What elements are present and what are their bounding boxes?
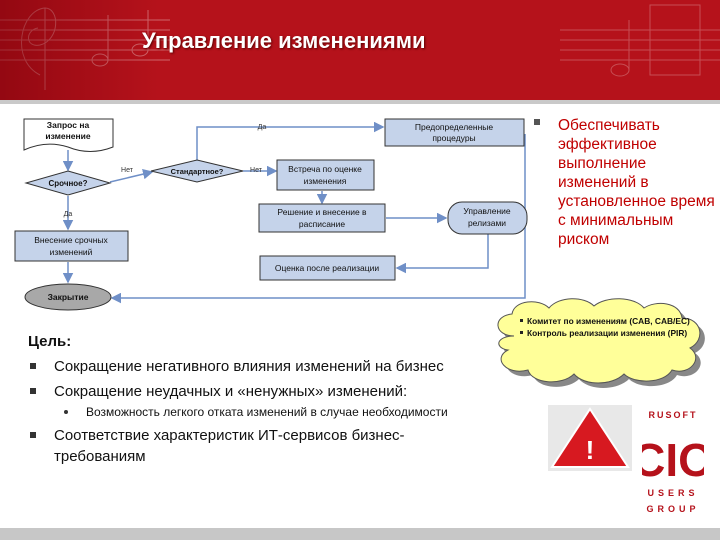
request-node: Запрос на изменение (23, 118, 114, 152)
closure-node: Закрытие (24, 283, 112, 311)
goal-item-text: Соответствие характеристик ИТ-сервисов б… (54, 427, 405, 465)
music-decoration-right-icon (560, 4, 720, 77)
emergency-label-line2: изменений (50, 247, 93, 257)
request-label-line1: Запрос на (47, 120, 90, 130)
page-title: Управление изменениями (142, 28, 426, 53)
bullet-dot-icon (64, 410, 68, 414)
cloud-item: Комитет по изменениям (CAB, CAB/EC) (520, 316, 690, 327)
bullet-square-icon (30, 363, 36, 369)
goal-item-text: Сокращение неудачных и «ненужных» измене… (54, 383, 408, 400)
logo-top-text: RUSOFT (649, 410, 698, 420)
goal-subitem: Возможность легкого отката изменений в с… (28, 405, 488, 420)
goal-subitem-text: Возможность легкого отката изменений в с… (86, 405, 448, 419)
meeting-label-line1: Встреча по оценке (288, 164, 362, 174)
goal-heading: Цель: (28, 333, 72, 350)
process-flowchart: Запрос на изменение Срочное? Стандартное… (14, 118, 528, 311)
cloud-callout-text: Комитет по изменениям (CAB, CAB/EC) Конт… (520, 316, 690, 339)
goal-item-text: Сокращение негативного влияния изменений… (54, 358, 444, 375)
bullet-square-icon (520, 331, 523, 334)
goal-item: Сокращение негативного влияния изменений… (28, 356, 488, 377)
decision-label-line2: расписание (299, 219, 345, 229)
predefined-label-line1: Предопределенные (415, 122, 494, 132)
edge-label-yes-down: Да (64, 211, 73, 218)
warning-triangle-icon: ! (548, 405, 632, 471)
edge-label-yes-top: Да (258, 124, 267, 131)
release-label-line2: релизами (468, 218, 506, 228)
cloud-item-text: Контроль реализации изменения (PIR) (527, 328, 688, 338)
bullet-square-icon (520, 319, 523, 322)
edge-label-no-1: Нет (121, 167, 134, 174)
logo-main-text: CIO (642, 434, 704, 486)
predefined-label-line2: процедуры (432, 133, 475, 143)
standard-label: Стандартное? (171, 167, 224, 176)
cio-logo: RUSOFT CIO USERS GROUP (642, 410, 704, 514)
request-label-line2: изменение (45, 131, 90, 141)
header-divider (0, 100, 720, 104)
cloud-item-text: Комитет по изменениям (CAB, CAB/EC) (527, 316, 690, 326)
footer-bar (0, 528, 720, 540)
standard-decision-node: Стандартное? (150, 159, 244, 183)
decision-label-line1: Решение и внесение в (277, 207, 367, 217)
goal-item: Соответствие характеристик ИТ-сервисов б… (28, 425, 488, 467)
post-eval-label: Оценка после реализации (275, 263, 380, 273)
post-evaluation-node: Оценка после реализации (259, 255, 396, 281)
objective-text: Обеспечивать эффективное выполнение изме… (558, 117, 715, 248)
warning-symbol: ! (586, 435, 595, 465)
cloud-callout-shape (497, 298, 705, 388)
bullet-square-icon (30, 432, 36, 438)
banner-gradient (0, 0, 720, 100)
bullet-square-icon (30, 388, 36, 394)
logo-sub2-text: GROUP (646, 504, 699, 514)
closure-label: Закрытие (48, 292, 89, 302)
predefined-procedures-node: Предопределенные процедуры (384, 118, 525, 147)
urgent-label: Срочное? (48, 179, 87, 188)
header-banner: Управление изменениями (0, 0, 720, 100)
meeting-node: Встреча по оценке изменения (276, 159, 375, 191)
bullet-square-icon (534, 119, 540, 125)
emergency-changes-node: Внесение срочных изменений (14, 230, 129, 262)
urgent-decision-node: Срочное? (24, 170, 112, 196)
meeting-label-line2: изменения (304, 176, 347, 186)
emergency-label-line1: Внесение срочных (34, 235, 108, 245)
release-management-node: Управление релизами (447, 201, 528, 235)
cloud-item: Контроль реализации изменения (PIR) (520, 328, 690, 339)
goal-item: Сокращение неудачных и «ненужных» измене… (28, 381, 488, 402)
logo-sub1-text: USERS (647, 488, 698, 498)
goal-section: Цель: Сокращение негативного влияния изм… (28, 333, 488, 471)
edge-label-no-2: Нет (250, 167, 263, 174)
decision-node: Решение и внесение в расписание (258, 203, 386, 233)
release-label-line1: Управление (463, 206, 511, 216)
